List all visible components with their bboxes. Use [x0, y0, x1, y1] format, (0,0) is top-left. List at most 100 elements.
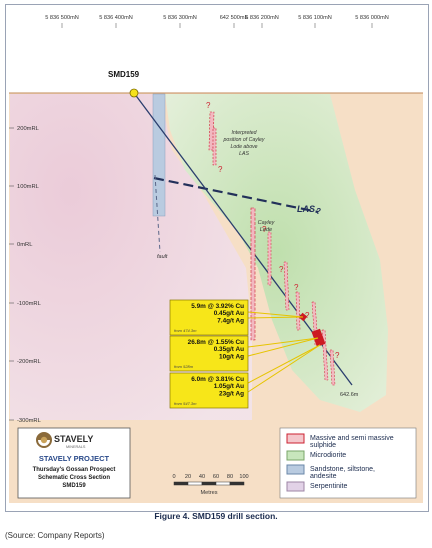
rl-label: -100mRL [17, 301, 42, 307]
question-mark: ? [294, 283, 299, 292]
figure-caption: Figure 4. SMD159 drill section. [154, 511, 278, 521]
rl-axis: 200mRL 100mRL 0mRL -100mRL -200mRL -300mRL [9, 126, 42, 424]
question-mark: ? [279, 265, 284, 274]
intercept-from: from 528m [174, 364, 194, 369]
intercept-value: 5.9m @ 3.92% Cu [191, 303, 244, 310]
legend-item: Microdiorite [286, 450, 346, 461]
scale-tick-label: 80 [227, 474, 233, 480]
intercept-box: 5.9m @ 3.92% Cu0.45g/t Au7.4g/t Ag from 4… [169, 299, 249, 336]
legend-label: Sandstone, siltstone, [310, 466, 375, 473]
northing-label: 5 836 500mN [45, 15, 79, 21]
source-note: (Source: Company Reports) [5, 531, 105, 540]
interpreted-line: Interpreted [231, 130, 257, 136]
sandstone-unit [152, 93, 166, 217]
intercept-value: 0.45g/t Au [214, 310, 244, 317]
intercept-value: 0.35g/t Au [214, 346, 244, 353]
microdiorite-zone [165, 94, 388, 412]
legend-swatch [286, 450, 305, 461]
title-line: Schematic Cross Section [38, 475, 110, 481]
scale-segment [215, 481, 231, 486]
hole-end-depth: 642.6m [340, 392, 359, 398]
logo-sub: MINERALS [66, 445, 86, 449]
intercept-value: 26.8m @ 1.55% Cu [188, 339, 244, 346]
fault-line [154, 174, 161, 253]
fault-label: fault [157, 254, 168, 260]
title-line: SMD159 [62, 483, 86, 489]
scale-tick-label: 60 [213, 474, 219, 480]
las-structure [153, 176, 319, 214]
stavely-logo: STAVELY MINERALS [36, 432, 93, 449]
hole-name-label: SMD159 [108, 70, 140, 79]
legend-item: Sandstone, siltstone,andesite [286, 464, 375, 480]
sky-area [9, 28, 423, 93]
interpreted-line: LAS [239, 151, 249, 157]
northing-label: 5 836 000mN [355, 15, 389, 21]
northing-label: 5 836 300mN [163, 15, 197, 21]
legend-swatch [286, 481, 305, 492]
legend-swatch [286, 464, 305, 475]
title-project: STAVELY PROJECT [39, 454, 110, 463]
las-label: LAS [297, 204, 315, 214]
question-mark: ? [206, 101, 211, 110]
cayley-line: Lode [260, 227, 272, 233]
scale-segment [173, 481, 189, 486]
interpreted-line: Lode above [230, 144, 257, 150]
intercept-leaders [247, 311, 321, 393]
legend-label: sulphide [310, 442, 336, 449]
question-mark: ? [262, 225, 267, 234]
northing-label: 5 836 200mN [245, 15, 279, 21]
title-block: STAVELY MINERALS STAVELY PROJECT Thursda… [17, 427, 131, 499]
northing-labels: 5 836 500mN 5 836 400mN 5 836 300mN 642 500… [45, 15, 389, 21]
northing-label: 642 500mE [220, 15, 249, 21]
las-question: ? [316, 207, 321, 216]
legend: Massive and semi massivesulphideMicrodio… [279, 427, 417, 499]
intercept-value: 6.0m @ 3.81% Cu [191, 376, 244, 383]
scale-segment [187, 481, 203, 486]
cayley-line: Cayley [258, 220, 276, 226]
title-line: Thursday's Gossan Prospect [33, 467, 116, 473]
uncertainty-marks: ? ? ? ? ? ? ? [206, 101, 340, 360]
intercept-from: from 547.3m [174, 401, 197, 406]
intercept-value: 1.05g/t Au [214, 383, 244, 390]
rl-label: -200mRL [17, 359, 42, 365]
scale-segment [229, 481, 245, 486]
intercept-value: 23g/t Ag [219, 390, 244, 397]
legend-item: Serpentinite [286, 481, 347, 492]
legend-swatch [286, 433, 305, 444]
question-mark: ? [335, 351, 340, 360]
legend-label: Massive and semi massive [310, 435, 394, 442]
interpreted-line: position of Cayley [223, 137, 265, 143]
scale-tick-label: 40 [199, 474, 205, 480]
question-mark: ? [305, 311, 310, 320]
collar-marker [129, 88, 139, 98]
question-mark: ? [218, 165, 223, 174]
intercept-value: 7.4g/t Ag [217, 317, 244, 324]
rl-label: 200mRL [17, 126, 40, 132]
northing-label: 5 836 100mN [298, 15, 332, 21]
rl-label: 100mRL [17, 184, 40, 190]
scale-tick-label: 100 [239, 474, 248, 480]
intercept-value: 10g/t Ag [219, 353, 244, 360]
intercept-boxes: 5.9m @ 3.92% Cu0.45g/t Au7.4g/t Ag from 4… [169, 299, 249, 409]
northing-label: 5 836 400mN [99, 15, 133, 21]
northing-band [9, 8, 423, 28]
intercept-from: from 474.3m [174, 328, 197, 333]
rl-label: -300mRL [17, 418, 42, 424]
interpreted-note: Interpreted position of Cayley Lode abov… [223, 130, 265, 157]
legend-label: andesite [310, 473, 337, 480]
scale-tick-label: 20 [185, 474, 191, 480]
legend-label: Serpentinite [310, 483, 347, 490]
northing-ticks [61, 23, 373, 28]
scale-segment [201, 481, 217, 486]
cayley-label: Cayley Lode [258, 220, 276, 233]
logo-brand: STAVELY [54, 434, 93, 444]
scale-tick-label: 0 [172, 474, 175, 480]
scale-unit: Metres [200, 490, 217, 496]
rl-label: 0mRL [17, 242, 33, 248]
legend-label: Microdiorite [310, 452, 346, 459]
